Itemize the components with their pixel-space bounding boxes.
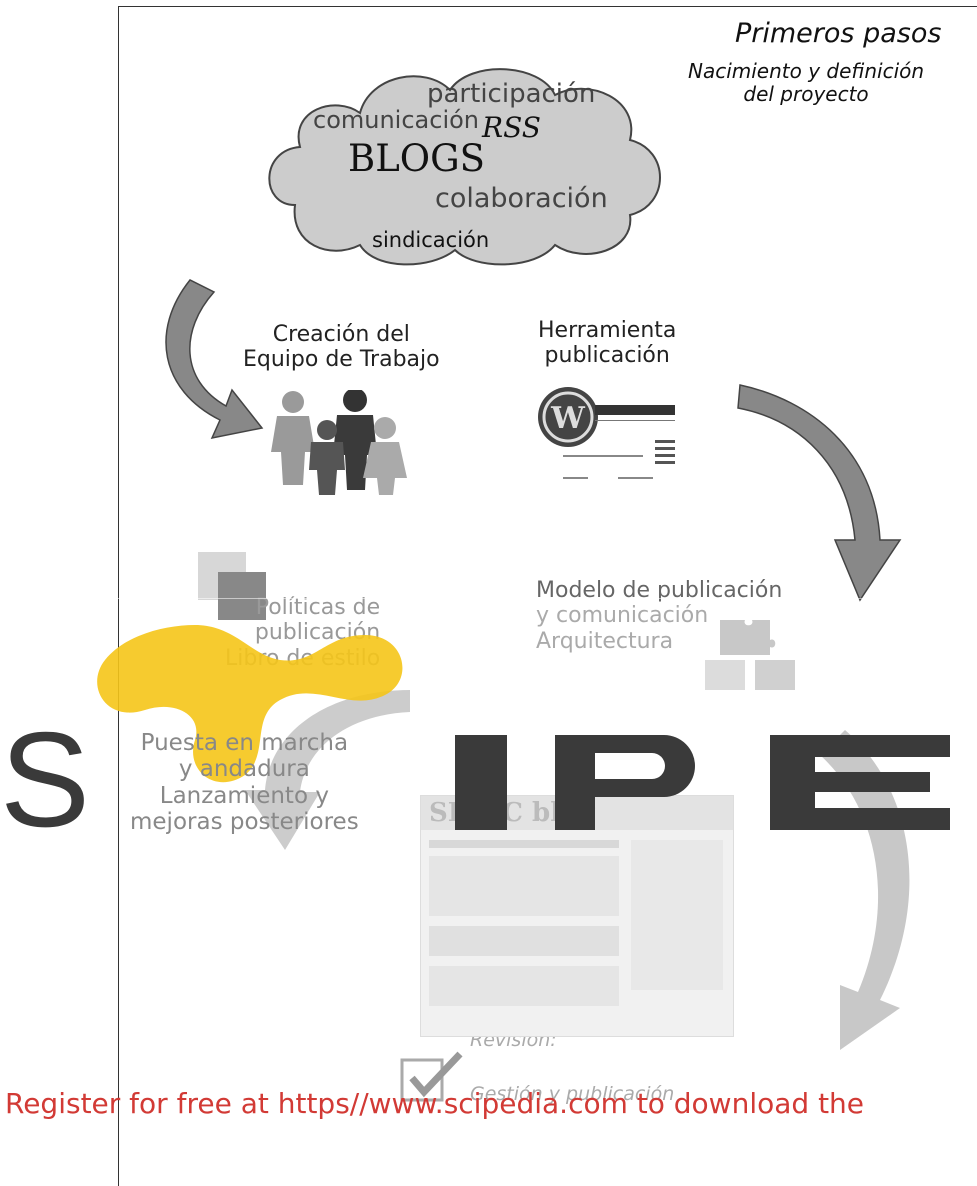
team-label-line-1: Creación del	[272, 322, 410, 347]
team-creation-label: Creación del Equipo de Trabajo	[243, 322, 440, 373]
watermark-letter-p	[555, 735, 705, 830]
people-group-icon	[271, 390, 407, 495]
layered-squares-icon	[198, 552, 266, 620]
tool-label: Herramienta publicación	[538, 318, 676, 369]
svg-text:W: W	[550, 401, 586, 436]
subtitle-line-2: del proyecto	[743, 82, 869, 106]
tool-label-line-2: publicación	[544, 343, 670, 369]
launch-line-4: mejoras posteriores	[130, 809, 359, 836]
cloud-shape	[268, 68, 661, 266]
launch-line-1: Puesta en marcha	[140, 730, 349, 756]
model-line-3: Arquitectura	[536, 628, 674, 654]
policies-line-1: Políticas de	[255, 595, 381, 620]
cloud-word-blogs: BLOGS	[348, 137, 485, 180]
arrow-cloud-to-team	[165, 279, 264, 440]
blog-screenshot: SEDIC blog	[420, 795, 734, 1037]
watermark-letter-s: S	[0, 704, 91, 855]
team-label-line-2: Equipo de Trabajo	[243, 347, 440, 373]
launch-line-3: Lanzamiento y	[159, 782, 329, 809]
watermark-letter-e	[770, 735, 950, 830]
cloud-word-rss: RSS	[482, 111, 541, 144]
cloud-word-comunicacion: comunicación	[313, 106, 480, 134]
subtitle-line-1: Nacimiento y definición	[688, 59, 925, 83]
wordpress-logo-icon: W	[538, 387, 675, 479]
register-watermark-text: Register for free at https//www.scipedia…	[5, 1087, 865, 1120]
watermark-logo-shape	[97, 625, 403, 783]
watermark-letter-i	[455, 735, 507, 830]
diagram-frame	[118, 6, 977, 1186]
tool-label-line-1: Herramienta	[538, 318, 677, 343]
arrow-tool-to-model	[737, 384, 902, 602]
cloud-word-colaboracion: colaboración	[435, 183, 608, 214]
cloud-word-sindicacion: sindicación	[372, 228, 490, 252]
cloud-word-participacion: participación	[427, 79, 596, 109]
diagram-title: Primeros pasos	[735, 18, 942, 49]
launch-label: Puesta en marcha y andadura Lanzamiento …	[130, 730, 359, 836]
arrow-policies-to-launch	[245, 690, 410, 850]
checkbox-icon	[400, 1051, 463, 1102]
diagram-subtitle: Nacimiento y definición del proyecto	[688, 60, 924, 106]
launch-line-2: y andadura	[178, 756, 310, 783]
revision-line-2: Gestión y publicación	[470, 1082, 675, 1105]
puzzle-icon	[705, 620, 795, 690]
model-line-2: y comunicación	[536, 603, 709, 629]
